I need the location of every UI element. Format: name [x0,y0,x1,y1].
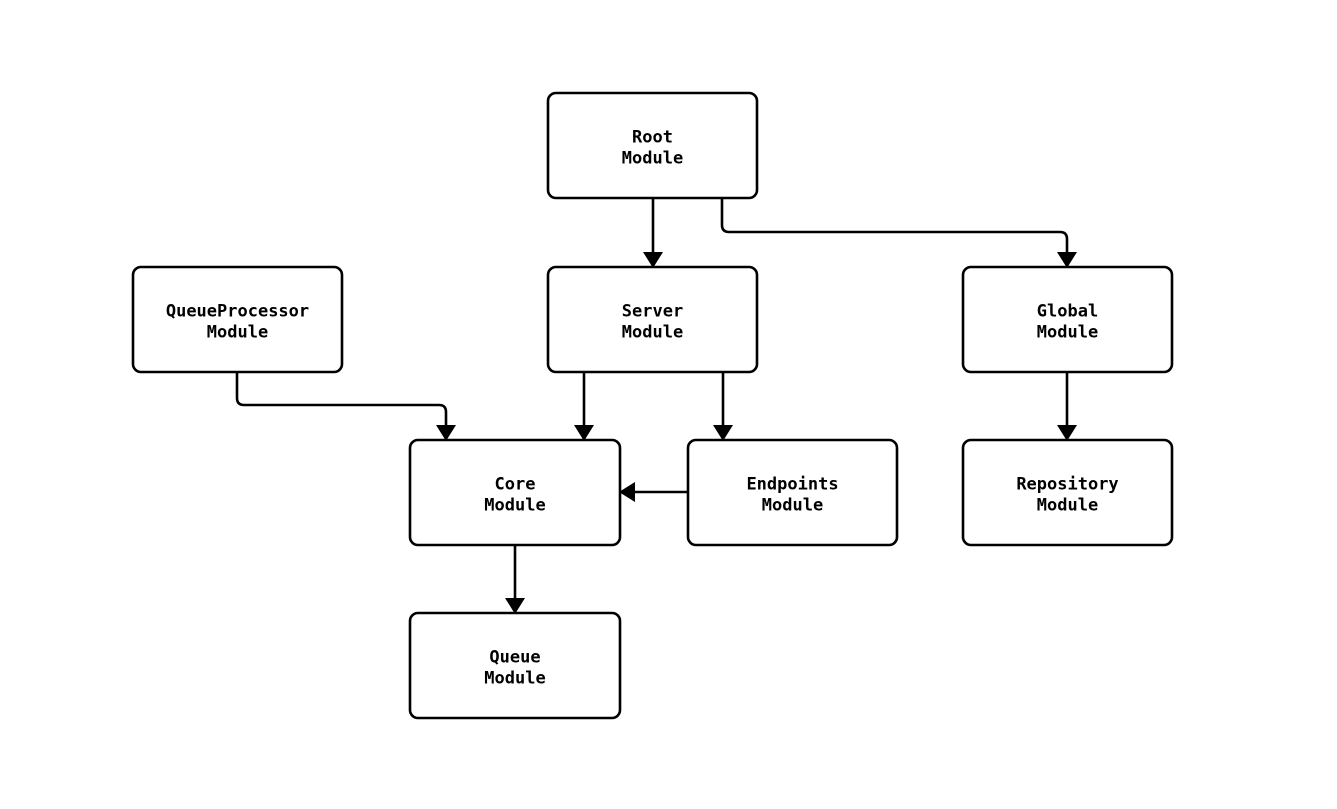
node-repository-box [961,438,1174,547]
node-queueprocessor-box [131,265,344,374]
node-root-box [546,91,759,200]
node-server-box [546,265,759,374]
edge-queueprocessor-to-core [235,372,456,441]
node-queue-box [408,611,622,720]
node-core-box [408,438,622,547]
node-endpoints-box [686,438,899,547]
node-global-box [961,265,1174,374]
edge-root-to-global [720,198,1077,268]
edges-layer [235,198,1077,614]
